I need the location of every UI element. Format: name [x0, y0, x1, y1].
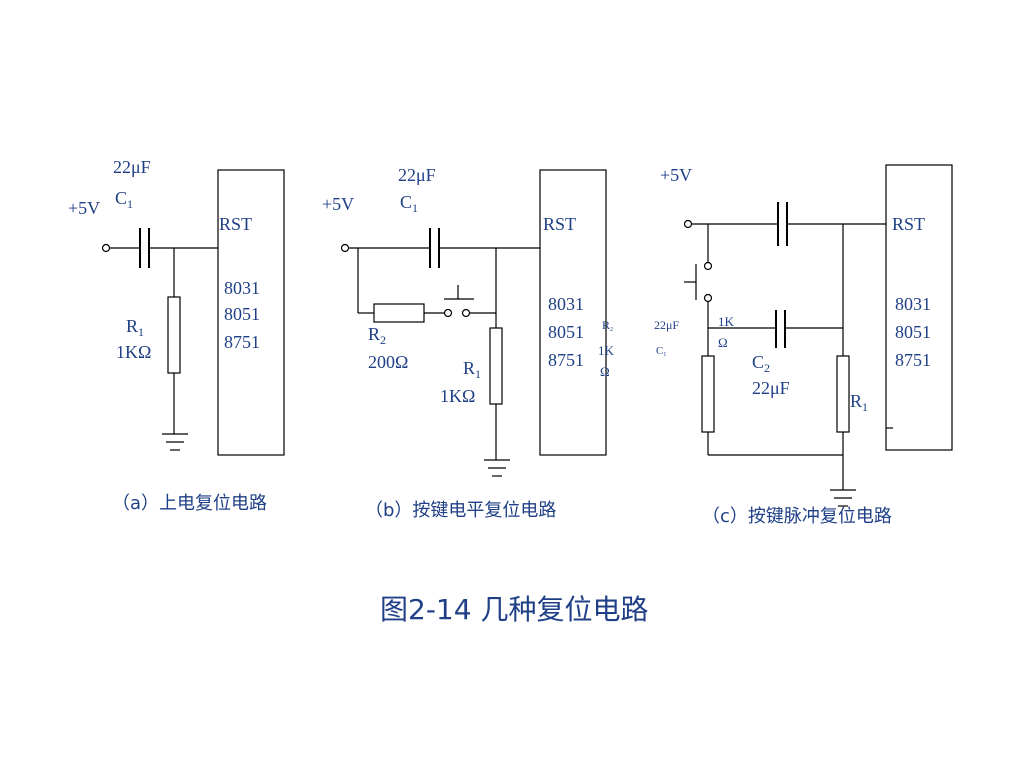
circuit-a-cap-sub: 1: [127, 197, 133, 211]
circuit-a-rst-label: RST: [219, 214, 252, 234]
circuit-c-rst-label: RST: [892, 214, 925, 234]
circuit-c-r-bot: Ω: [718, 335, 728, 350]
circuit-c-chip-3: 8751: [895, 350, 931, 370]
circuit-c-r-top: 1K: [718, 314, 735, 329]
circuit-b-cap-value: 22μF: [398, 165, 436, 185]
circuit-c-r1-sub: 1: [862, 400, 868, 414]
circuit-a-chip-1: 8031: [224, 278, 260, 298]
circuit-b-r1-value: 1KΩ: [440, 386, 475, 406]
circuit-c-r1-name: R: [850, 391, 862, 411]
circuit-c-c1-label: C1: [656, 345, 666, 358]
circuit-b-supply-label: +5V: [322, 194, 354, 214]
circuit-b-cap-name: C: [400, 192, 412, 212]
circuit-a-chip-3: 8751: [224, 332, 260, 352]
circuit-a-res-value: 1KΩ: [116, 342, 151, 362]
circuit-c-caption: （c）按键脉冲复位电路: [702, 506, 892, 527]
circuit-a-chip-2: 8051: [224, 304, 260, 324]
circuit-b-r1-label: R1: [463, 358, 481, 381]
circuit-b-r2-label: R2: [368, 324, 386, 347]
circuit-c-wiring: [683, 164, 953, 507]
circuit-b-chip-2: 8051: [548, 322, 584, 342]
circuit-b-r2-value: 200Ω: [368, 352, 408, 372]
circuit-a-res-name: R: [126, 316, 138, 336]
figure-title: 图2-14 几种复位电路: [380, 593, 648, 626]
circuit-b-side-ohm: Ω: [600, 364, 610, 379]
circuit-b-r1-sub: 1: [475, 367, 481, 381]
circuit-c-c1-sub: 1: [663, 352, 666, 358]
circuit-b-cap-label: C1: [400, 192, 418, 215]
circuit-a-supply-label: +5V: [68, 198, 100, 218]
circuit-c-c1-name: C: [656, 345, 663, 357]
circuit-a-cap-label: C1: [115, 188, 133, 211]
circuit-c-c2-sub: 2: [764, 361, 770, 375]
circuit-b-chip-1: 8031: [548, 294, 584, 314]
circuit-a-cap-value: 22μF: [113, 157, 151, 177]
circuit-c-c1-value: 22μF: [654, 318, 679, 332]
circuit-b-rst-label: RST: [543, 214, 576, 234]
circuit-a-cap-name: C: [115, 188, 127, 208]
circuit-c-c2-value: 22μF: [752, 378, 790, 398]
circuit-a-caption: （a）上电复位电路: [112, 493, 267, 514]
circuit-c-chip-1: 8031: [895, 294, 931, 314]
circuit-b-r1-name: R: [463, 358, 475, 378]
circuit-b-r2-sub: 2: [380, 333, 386, 347]
circuit-b-side-1k: 1K: [598, 343, 615, 358]
circuit-c-chip-2: 8051: [895, 322, 931, 342]
circuit-a-wiring: [101, 169, 285, 456]
circuit-c-supply-label: +5V: [660, 165, 692, 185]
circuit-b-cap-sub: 1: [412, 201, 418, 215]
circuit-b-chip-3: 8751: [548, 350, 584, 370]
circuit-c-c2-label: C2: [752, 352, 770, 375]
circuit-a: 22μF C1 +5V RST 8031 8051 8751 R1 1KΩ （a…: [68, 157, 285, 514]
circuit-b-side-r-sub: 2: [610, 327, 613, 333]
circuit-c-c2-name: C: [752, 352, 764, 372]
circuit-b-side-r-name: R: [602, 318, 610, 332]
circuit-c: +5V RST 8031 8051 8751 22μF C1 1K Ω C2 2…: [654, 164, 953, 527]
circuit-b-r2-name: R: [368, 324, 380, 344]
circuit-a-res-label: R1: [126, 316, 144, 339]
circuit-b-side-r: R2: [602, 318, 613, 333]
circuit-b-caption: （b）按键电平复位电路: [365, 500, 556, 521]
circuit-c-r1-label: R1: [850, 391, 868, 414]
circuit-a-res-sub: 1: [138, 325, 144, 339]
circuit-b: 22μF C1 +5V RST 8031 8051 8751 R2 1K Ω R…: [322, 165, 615, 521]
circuit-b-wiring: [340, 169, 607, 477]
